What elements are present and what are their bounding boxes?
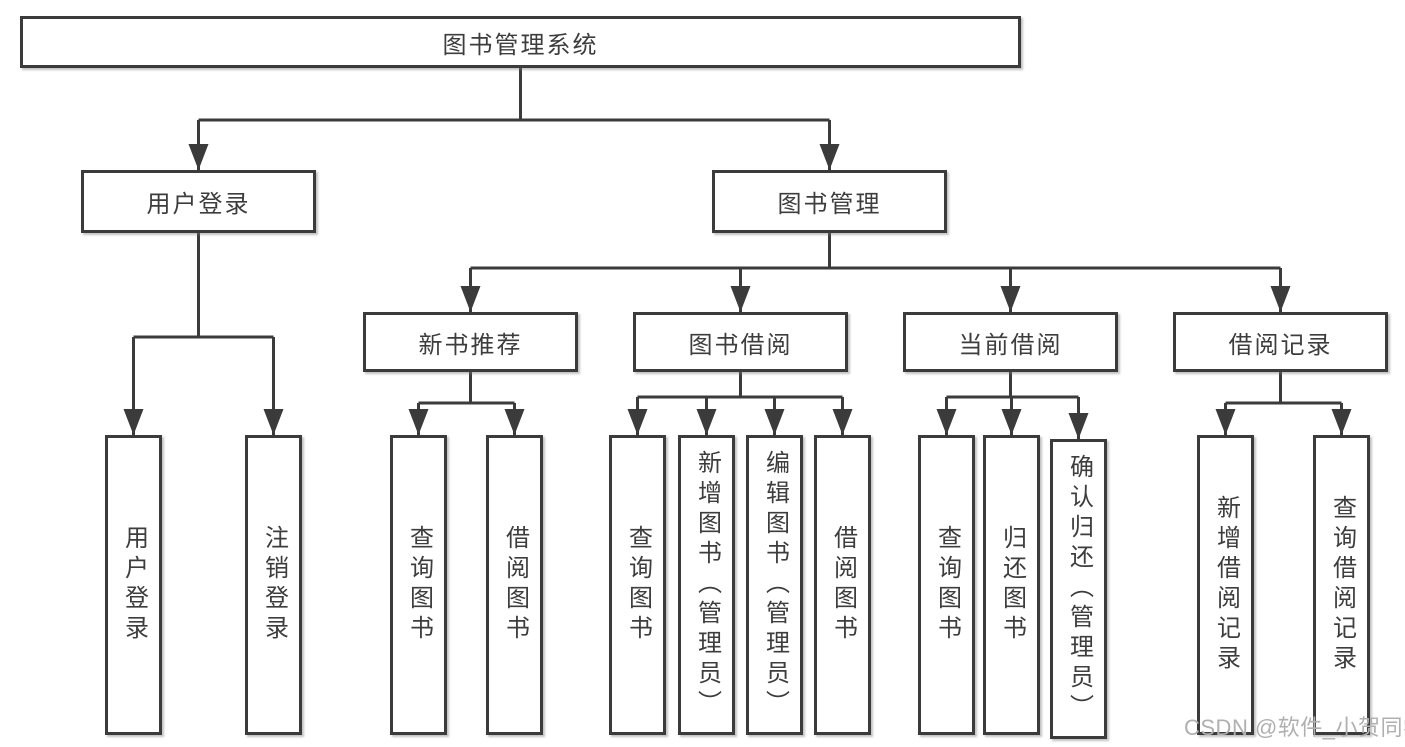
leaf-current-query-books-label: 查询图书 [933,525,961,645]
leaf-return-books: 归还图书 [983,435,1040,735]
leaf-edit-book-admin-label: 编辑图书（管理员） [761,450,789,720]
leaf-borrow-query-books-label: 查询图书 [624,525,652,645]
leaf-logout-label: 注销登录 [260,525,288,645]
node-user-login-label: 用户登录 [146,191,251,218]
node-book-borrowing-label: 图书借阅 [688,331,793,359]
leaf-recommend-query-books-label: 查询图书 [405,525,433,645]
leaf-confirm-return-admin: 确认归还（管理员） [1050,439,1107,739]
leaf-recommend-borrow-books: 借阅图书 [486,435,543,735]
node-root-system: 图书管理系统 [20,16,1021,68]
csdn-watermark: CSDN @软件_小贺同学 [1184,715,1405,740]
leaf-query-borrow-record: 查询借阅记录 [1313,435,1370,735]
leaf-add-book-admin-label: 新增图书（管理员） [693,450,721,720]
leaf-add-borrow-record: 新增借阅记录 [1197,435,1254,735]
leaf-borrow-books-label: 借阅图书 [829,525,857,645]
node-book-management: 图书管理 [712,170,947,233]
node-new-book-recommend: 新书推荐 [363,312,578,372]
leaf-query-borrow-record-label: 查询借阅记录 [1328,495,1356,675]
node-borrow-records: 借阅记录 [1173,312,1388,372]
node-current-borrowing: 当前借阅 [903,312,1118,372]
leaf-add-book-admin: 新增图书（管理员） [678,435,735,735]
leaf-edit-book-admin: 编辑图书（管理员） [746,435,803,735]
node-new-book-recommend-label: 新书推荐 [418,331,523,359]
leaf-user-login-label: 用户登录 [120,525,148,645]
leaf-borrow-books: 借阅图书 [814,435,871,735]
leaf-confirm-return-admin-label: 确认归还（管理员） [1065,454,1093,724]
node-borrow-records-label: 借阅记录 [1228,331,1333,359]
leaf-borrow-query-books: 查询图书 [609,435,666,735]
leaf-add-borrow-record-label: 新增借阅记录 [1212,495,1240,675]
node-book-management-label: 图书管理 [777,191,882,218]
node-book-borrowing: 图书借阅 [633,312,848,372]
leaf-user-login: 用户登录 [105,435,162,735]
leaf-return-books-label: 归还图书 [998,525,1026,645]
leaf-recommend-query-books: 查询图书 [390,435,447,735]
leaf-logout: 注销登录 [245,435,302,735]
leaf-recommend-borrow-books-label: 借阅图书 [501,525,529,645]
node-current-borrowing-label: 当前借阅 [958,331,1063,359]
node-root-label: 图书管理系统 [442,31,599,59]
node-user-login: 用户登录 [81,170,316,233]
leaf-current-query-books: 查询图书 [918,435,975,735]
